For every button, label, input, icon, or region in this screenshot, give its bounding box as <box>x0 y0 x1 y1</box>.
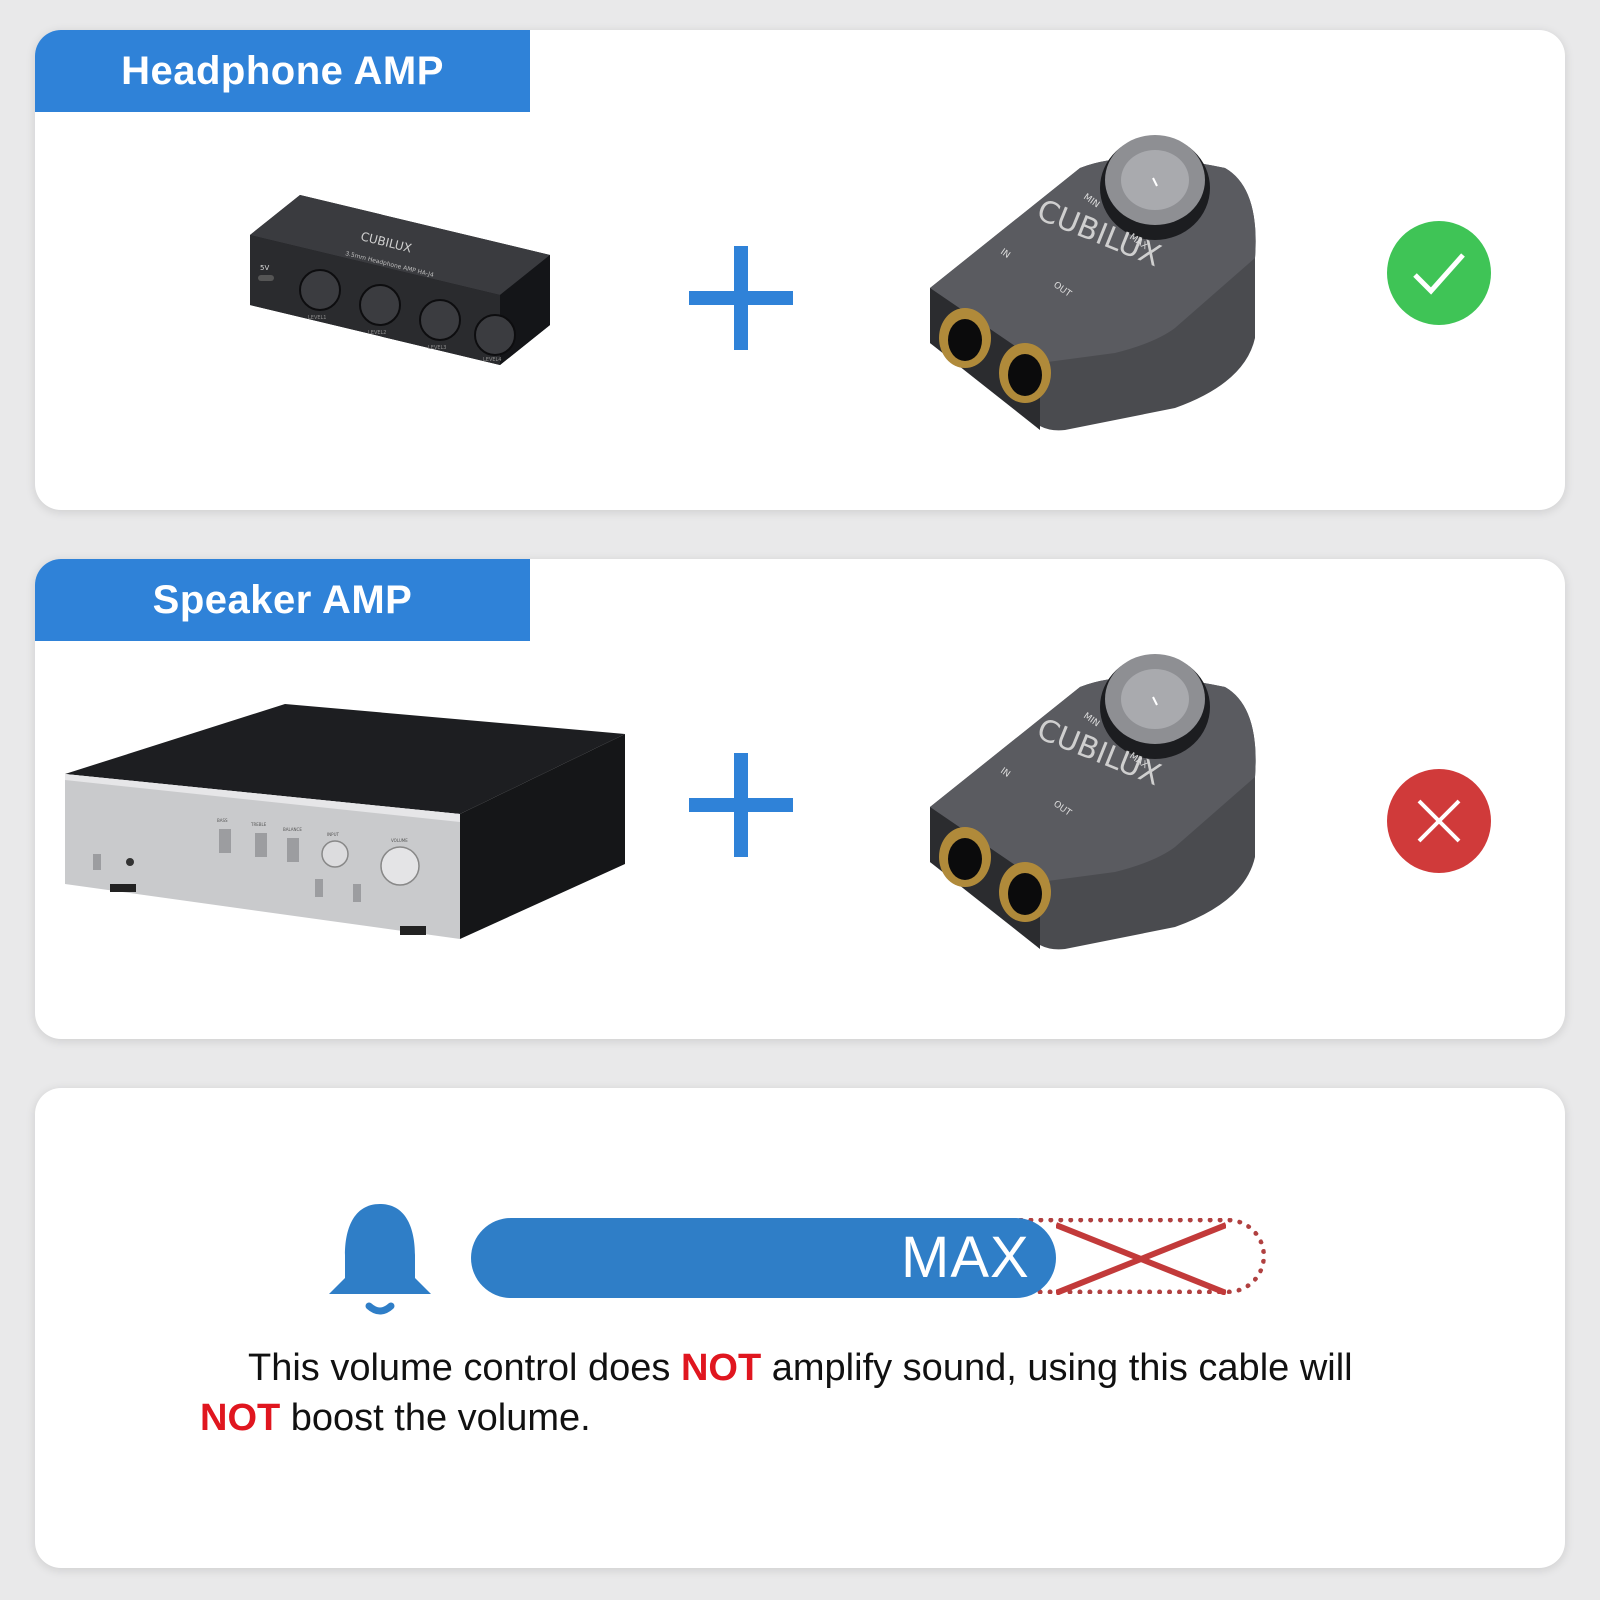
volume-bar-max-label: MAX <box>901 1225 1030 1290</box>
speaker-amp-label: Speaker AMP <box>35 559 530 641</box>
plus-icon <box>689 753 793 857</box>
volume-bar-fill <box>471 1218 1056 1298</box>
notice-line-2: NOT boost the volume. <box>200 1397 591 1439</box>
speaker-amp-knob-label-4: INPUT <box>327 832 340 837</box>
headphone-amp-image: CUBILUX 3.5mm Headphone AMP HA-J4 5V LEV… <box>250 195 550 365</box>
speaker-amp-knob-label-1: BASS <box>217 818 228 823</box>
speaker-amp-image: BASS TREBLE BALANCE INPUT VOLUME <box>65 704 625 939</box>
headphone-amp-knob-label-2: LEVEL2 <box>368 330 387 336</box>
speaker-amp-knob-label-5: VOLUME <box>391 838 408 843</box>
volume-control-image: CUBILUX MIN MAX IN OUT <box>930 135 1256 431</box>
cross-icon <box>1417 799 1461 843</box>
headphone-amp-knob-label-4: LEVEL4 <box>483 357 502 363</box>
excess-cross-icon <box>1056 1222 1226 1295</box>
volume-bar: MAX <box>471 1218 1271 1298</box>
speaker-amp-knob-label-2: TREBLE <box>250 822 267 827</box>
headphone-amp-card: Headphone AMP CUBILUX 3.5mm Headphone AM… <box>35 30 1565 510</box>
headphone-amp-knob-label-1: LEVEL1 <box>308 315 327 321</box>
headphone-amp-label: Headphone AMP <box>35 30 530 112</box>
check-badge <box>1387 221 1491 325</box>
volume-control-image: CUBILUX MIN MAX IN OUT <box>930 654 1256 950</box>
notice-card: MAX This volume control does NOT amplify… <box>35 1088 1565 1568</box>
notice-text: This volume control does NOT amplify sou… <box>200 1343 1400 1443</box>
headphone-amp-knob-label-3: LEVEL3 <box>428 345 447 351</box>
check-icon <box>1413 253 1465 295</box>
volume-bar-excess-outline <box>1011 1218 1266 1294</box>
speaker-amp-knob-label-3: BALANCE <box>283 827 302 832</box>
notice-emphasis-2: NOT <box>200 1397 281 1439</box>
headphone-amp-port-label: 5V <box>260 264 269 272</box>
bell-icon <box>329 1204 431 1315</box>
cross-badge <box>1387 769 1491 873</box>
plus-icon <box>689 246 793 350</box>
speaker-amp-card: Speaker AMP BASS TREBLE BALANCE INPUT VO… <box>35 559 1565 1039</box>
notice-emphasis-1: NOT <box>680 1347 762 1389</box>
notice-line-1: This volume control does NOT amplify sou… <box>248 1347 1353 1389</box>
